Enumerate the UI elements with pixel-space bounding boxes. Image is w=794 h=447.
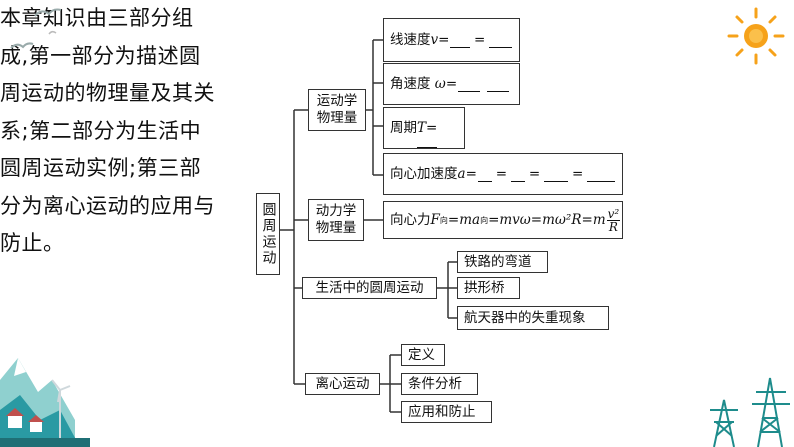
centrifugal-item-label: 应用和防止 [408,403,476,420]
root-label: 圆周运动 [260,202,277,266]
centripetal-acc-eq1: = [465,165,477,182]
branch-centrifugal-label: 离心运动 [315,375,370,392]
branch-centrifugal: 离心运动 [305,373,380,395]
life-item-label: 铁路的弯道 [464,253,532,270]
angular-speed-var: ω [434,75,446,92]
branch-kinematics-label: 运动学物理量 [316,93,358,126]
centrifugal-item-definition: 定义 [401,344,445,366]
centrifugal-item-label: 定义 [408,346,435,363]
linear-speed-eq2: = [473,31,486,48]
angular-speed-eq1: = [445,75,458,92]
centripetal-acc-blank-4 [587,167,615,182]
period-label: 周期 [390,119,417,136]
force-frac-den: R [608,219,618,234]
force-eq: = [447,211,460,228]
life-item-label: 拱形桥 [464,279,505,296]
force-sub: 向 [439,215,448,225]
centripetal-acc-blank-1 [477,167,492,182]
angular-speed-box: 角速度 ω= [383,63,520,105]
force-eq2: = [488,211,500,228]
branch-life-label: 生活中的圆周运动 [315,279,424,296]
force-eq-a-sub: 向 [480,215,489,225]
centripetal-acc-eq3: = [528,165,541,182]
intro-paragraph: 本章知识由三部分组成,第一部分为描述圆周运动的物理量及其关系;第二部分为生活中圆… [0,6,215,255]
power-tower-illustration [710,377,790,447]
angular-speed-label: 角速度 [390,75,431,92]
centripetal-acc-blank-2 [511,167,525,182]
branch-life: 生活中的圆周运动 [302,277,437,299]
period-var: T [417,119,427,136]
life-item-bridge: 拱形桥 [457,277,520,299]
period-blank [417,133,438,148]
landscape-illustration [0,358,90,447]
force-label: 向心力 [390,211,431,228]
linear-speed-blank-2 [489,33,512,48]
linear-speed-blank-1 [450,33,470,48]
centrifugal-item-label: 条件分析 [408,375,462,392]
angular-speed-blank-2 [487,77,510,92]
linear-speed-label: 线速度 [390,31,431,48]
birds-decoration [10,8,62,49]
force-eq-m: m [459,211,472,228]
force-eq-a: a [472,211,481,228]
life-item-spacecraft: 航天器中的失重现象 [457,306,609,330]
force-frac-num: v² [606,206,621,221]
branch-kinematics: 运动学物理量 [308,89,366,131]
centripetal-acc-label: 向心加速度 [390,165,458,182]
centrifugal-item-application: 应用和防止 [401,401,492,423]
force-var: F [430,211,440,228]
centripetal-acc-eq4: = [572,165,584,182]
branch-dynamics: 动力学物理量 [308,199,364,241]
sun-icon [727,7,785,65]
life-item-label: 航天器中的失重现象 [464,309,586,326]
centripetal-acc-var: a [457,165,466,182]
period-eq: = [426,119,438,136]
force-eq-rest: mvω=mω²R=m [499,211,606,228]
root-box: 圆周运动 [256,193,280,275]
life-item-railway: 铁路的弯道 [457,251,548,273]
linear-speed-eq1: = [438,31,450,48]
branch-dynamics-label: 动力学物理量 [315,203,357,236]
linear-speed-var: v [430,31,439,48]
angular-speed-blank-1 [458,77,481,92]
centripetal-acc-blank-3 [544,167,569,182]
centrifugal-item-conditions: 条件分析 [401,373,478,395]
centripetal-acc-eq2: = [495,165,508,182]
